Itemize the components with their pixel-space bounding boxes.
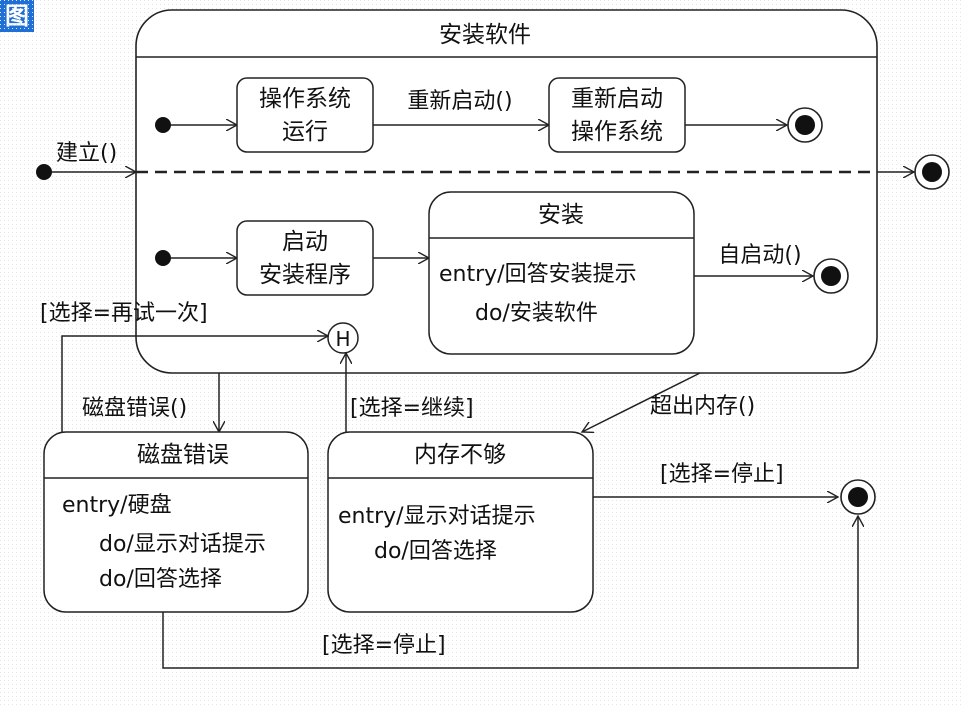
initial-pseudostate-lower	[155, 250, 171, 266]
history-label: H	[335, 327, 350, 351]
final-state-upper	[787, 107, 823, 143]
label-auto-start: 自启动()	[718, 243, 801, 268]
state-restart-os: 重新启动 操作系统	[548, 77, 686, 153]
state-install-entry: entry/回答安装提示	[439, 262, 637, 287]
initial-pseudostate-outer	[36, 164, 52, 180]
state-low-memory-do: do/回答选择	[374, 539, 497, 564]
transition-stop-lower	[162, 516, 858, 669]
composite-title: 安装软件	[439, 22, 531, 48]
label-restart: 重新启动()	[407, 89, 512, 114]
label-out-of-memory: 超出内存()	[650, 394, 755, 419]
final-state-bottom	[840, 479, 876, 515]
label-retry: [选择=再试一次]	[40, 301, 208, 326]
state-os-running-line1: 操作系统	[259, 86, 351, 112]
history-pseudostate: H	[327, 322, 359, 354]
label-disk-error: 磁盘错误()	[82, 396, 187, 421]
state-disk-error-entry: entry/硬盘	[62, 493, 172, 518]
state-start-setup-line2: 安装程序	[259, 262, 351, 288]
transition-retry	[61, 336, 328, 432]
state-disk-error-do2: do/回答选择	[99, 567, 222, 592]
state-low-memory-title: 内存不够	[414, 442, 506, 468]
state-os-running-line2: 运行	[282, 119, 328, 145]
transition-out-of-memory	[582, 372, 701, 432]
label-stop-upper: [选择=停止]	[660, 462, 784, 487]
state-disk-error-do1: do/显示对话提示	[99, 532, 266, 557]
state-low-memory: 内存不够 entry/显示对话提示 do/回答选择	[327, 431, 594, 613]
final-state-lower	[813, 258, 849, 294]
label-continue: [选择=继续]	[350, 396, 474, 421]
state-disk-error-title: 磁盘错误	[137, 442, 229, 468]
state-install-title: 安装	[538, 202, 584, 228]
state-low-memory-entry: entry/显示对话提示	[338, 504, 536, 529]
state-start-setup-line1: 启动	[282, 229, 328, 255]
state-restart-os-line2: 操作系统	[571, 119, 663, 145]
initial-pseudostate-upper	[155, 117, 171, 133]
label-stop-lower: [选择=停止]	[322, 633, 446, 658]
final-state-outer	[914, 154, 950, 190]
state-restart-os-line1: 重新启动	[571, 86, 663, 112]
state-install-do: do/安装软件	[475, 301, 598, 326]
state-disk-error: 磁盘错误 entry/硬盘 do/显示对话提示 do/回答选择	[43, 431, 309, 613]
state-os-running: 操作系统 运行	[236, 77, 374, 153]
label-create: 建立()	[56, 141, 117, 166]
state-start-setup: 启动 安装程序	[236, 220, 374, 296]
state-install: 安装 entry/回答安装提示 do/安装软件	[428, 191, 695, 355]
